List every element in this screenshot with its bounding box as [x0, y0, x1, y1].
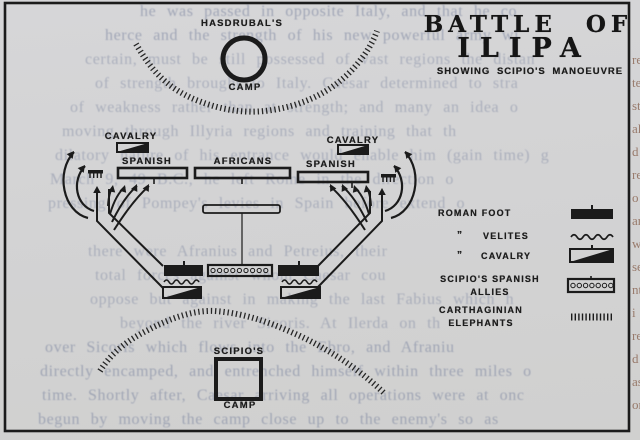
- legend-label-elephants-2: ELEPHANTS: [448, 318, 514, 328]
- manoeuvre-arrows-left: [62, 151, 150, 231]
- march-route-left: [96, 189, 164, 289]
- legend-label-velites: VELITES: [483, 231, 529, 241]
- ghost-text-line: over Sicoris which flows into the Ebro, …: [45, 339, 455, 356]
- roman-foot-left-bar: [164, 261, 203, 276]
- legend-label-roman-foot: ROMAN FOOT: [438, 208, 512, 218]
- velites-wavy-left: [163, 279, 200, 285]
- march-route-right: [316, 191, 383, 289]
- manoeuvre-arrows-right: [329, 151, 417, 231]
- upper-ridge-hatching: [133, 29, 380, 115]
- diagram-title-line2: ILIPA: [457, 33, 591, 64]
- hasdrubal-camp-symbol: [220, 35, 268, 83]
- carthaginian-spanish-left-bar: [116, 166, 189, 184]
- page-edge-text: re te st al d re o ar w se nt i re d as …: [632, 52, 640, 412]
- legend-ditto-velites: ”: [457, 230, 462, 241]
- velites-comb-right: [381, 174, 396, 182]
- carthaginian-cavalry-right-symbol: [337, 144, 369, 155]
- legend-label-elephants-1: CARTHAGINIAN: [439, 305, 523, 315]
- velites-comb-left: [88, 170, 103, 178]
- ghost-text-line: beyond the river Sicoris. At Ilerda on t…: [120, 315, 441, 332]
- ghost-text-line: of weakness rather than at strength; and…: [70, 99, 519, 116]
- spanish-right-label: SPANISH: [306, 159, 356, 170]
- ghost-text-line: dilatory nature of his entrance would en…: [55, 147, 550, 164]
- ghost-text-line: he was passed in opposite Italy, and tha…: [140, 3, 518, 20]
- legend-velites-symbol: [570, 233, 614, 241]
- hasdrubal-camp-label-bottom: CAMP: [228, 82, 262, 93]
- ghost-text-line: time. Shortly after, Caesar arriving all…: [42, 387, 525, 404]
- legend-label-spanish-allies-2: ALLIES: [470, 287, 510, 297]
- ghost-text-line: there were Afranius and Petreius, their: [88, 243, 388, 260]
- spanish-left-label: SPANISH: [122, 156, 172, 167]
- cavalry-right-label: CAVALRY: [326, 135, 380, 146]
- legend-roman-foot-symbol: [571, 205, 613, 219]
- cavalry-left-label: CAVALRY: [104, 131, 158, 142]
- ghost-text-line: of strength brought to Italy. Caesar det…: [95, 75, 519, 92]
- ghost-text-line: begun by moving the camp close up to the…: [38, 411, 499, 428]
- velites-wavy-right: [281, 279, 318, 285]
- carthaginian-cavalry-left-symbol: [116, 142, 149, 153]
- legend-cavalry-symbol: [569, 245, 614, 263]
- legend-label-cavalry: CAVALRY: [481, 251, 532, 261]
- ghost-text-line: herce and the strength of his new powerf…: [105, 27, 520, 44]
- ghost-text-line: directly encamped, and entrenched himsel…: [40, 363, 532, 380]
- hasdrubal-camp-label-top: HASDRUBAL'S: [201, 18, 283, 29]
- legend-spanish-allies-symbol: [566, 276, 616, 294]
- scipio-camp-label-top: SCIPIO'S: [213, 346, 265, 357]
- diagram-border: [3, 1, 631, 433]
- diagram-title-line1: BATTLE OF: [423, 11, 633, 38]
- centre-reserve-bar: [202, 204, 281, 265]
- diagram-subtitle: SHOWING SCIPIO'S MANOEUVRE: [436, 66, 624, 77]
- carthaginian-spanish-right-bar: [296, 170, 370, 188]
- scipio-camp-label-bottom: CAMP: [223, 400, 257, 411]
- ghost-text-line: moving through Illyria regions and train…: [62, 123, 457, 140]
- spanish-allies-centre-bar: [206, 263, 274, 278]
- roman-foot-right-bar: [278, 261, 319, 276]
- legend-label-spanish-allies-1: SCIPIO'S SPANISH: [440, 274, 540, 284]
- ghost-text-line: certain, must be still possessed of vast…: [85, 51, 536, 68]
- scipio-camp-symbol: [214, 357, 263, 401]
- carthaginian-africans-bar: [193, 166, 292, 184]
- roman-cavalry-left-symbol: [162, 286, 202, 299]
- africans-label: AFRICANS: [213, 156, 273, 167]
- legend-ditto-cavalry: ”: [457, 250, 462, 261]
- roman-cavalry-right-symbol: [280, 286, 321, 299]
